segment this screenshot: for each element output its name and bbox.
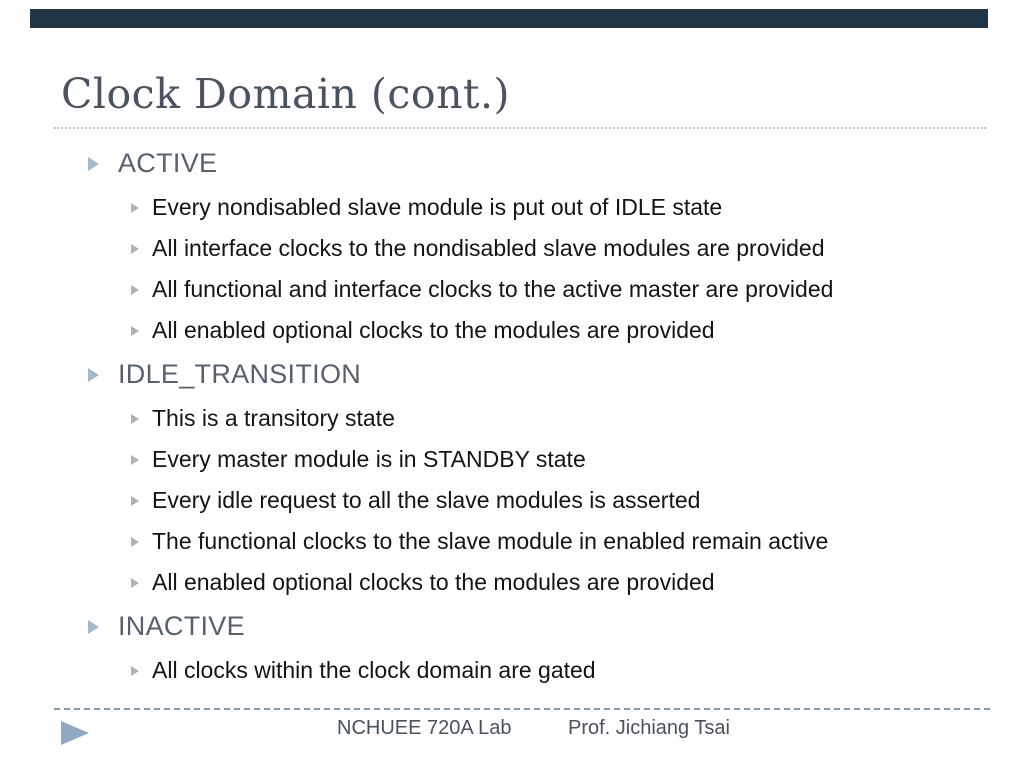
section-heading-row: ACTIVE (0, 140, 1024, 187)
bullet-item-label: All interface clocks to the nondisabled … (152, 235, 825, 261)
bullet-item-row: All enabled optional clocks to the modul… (0, 562, 1024, 603)
bullet-item-row: All clocks within the clock domain are g… (0, 650, 1024, 691)
bullet-item-row: This is a transitory state (0, 398, 1024, 439)
bullet-right-triangle-icon (88, 156, 99, 171)
section-heading-label: IDLE_TRANSITION (118, 359, 362, 389)
sub-bullet-right-triangle-icon (131, 413, 139, 424)
footer-lab-label: NCHUEE 720A Lab (337, 717, 512, 739)
bullet-item-row: All enabled optional clocks to the modul… (0, 310, 1024, 351)
page-title: Clock Domain (cont.) (61, 70, 510, 118)
bullet-item-label: All clocks within the clock domain are g… (152, 657, 596, 683)
footer-divider (54, 708, 990, 710)
sub-bullet-right-triangle-icon (131, 243, 139, 254)
bullet-item-label: This is a transitory state (152, 405, 395, 431)
sub-bullet-right-triangle-icon (131, 577, 139, 588)
sub-bullet-right-triangle-icon (131, 284, 139, 295)
bullet-item-label: All enabled optional clocks to the modul… (152, 317, 715, 343)
sub-bullet-right-triangle-icon (131, 536, 139, 547)
sub-bullet-right-triangle-icon (131, 202, 139, 213)
bullet-item-label: All functional and interface clocks to t… (152, 276, 834, 302)
bullet-item-row: Every nondisabled slave module is put ou… (0, 187, 1024, 228)
section-heading-label: INACTIVE (118, 611, 245, 641)
title-divider (54, 127, 986, 129)
section-heading-row: IDLE_TRANSITION (0, 351, 1024, 398)
slide-accent-bar (30, 9, 988, 28)
bullet-item-row: Every master module is in STANDBY state (0, 439, 1024, 480)
bullet-item-label: Every idle request to all the slave modu… (152, 487, 701, 513)
footer-professor-label: Prof. Jichiang Tsai (568, 717, 730, 739)
bullet-item-label: All enabled optional clocks to the modul… (152, 569, 715, 595)
sub-bullet-right-triangle-icon (131, 495, 139, 506)
bullet-item-label: The functional clocks to the slave modul… (152, 528, 829, 554)
section-heading-label: ACTIVE (118, 148, 218, 178)
section-heading-row: INACTIVE (0, 603, 1024, 650)
sub-bullet-right-triangle-icon (131, 665, 139, 676)
slide-body: ACTIVE Every nondisabled slave module is … (0, 140, 1024, 691)
sub-bullet-right-triangle-icon (131, 454, 139, 465)
bullet-item-row: All interface clocks to the nondisabled … (0, 228, 1024, 269)
bullet-item-label: Every nondisabled slave module is put ou… (152, 194, 723, 220)
bullet-item-row: The functional clocks to the slave modul… (0, 521, 1024, 562)
play-triangle-icon (61, 721, 89, 745)
bullet-right-triangle-icon (88, 619, 99, 634)
sub-bullet-right-triangle-icon (131, 325, 139, 336)
bullet-right-triangle-icon (88, 367, 99, 382)
bullet-item-row: All functional and interface clocks to t… (0, 269, 1024, 310)
bullet-item-label: Every master module is in STANDBY state (152, 446, 586, 472)
bullet-item-row: Every idle request to all the slave modu… (0, 480, 1024, 521)
